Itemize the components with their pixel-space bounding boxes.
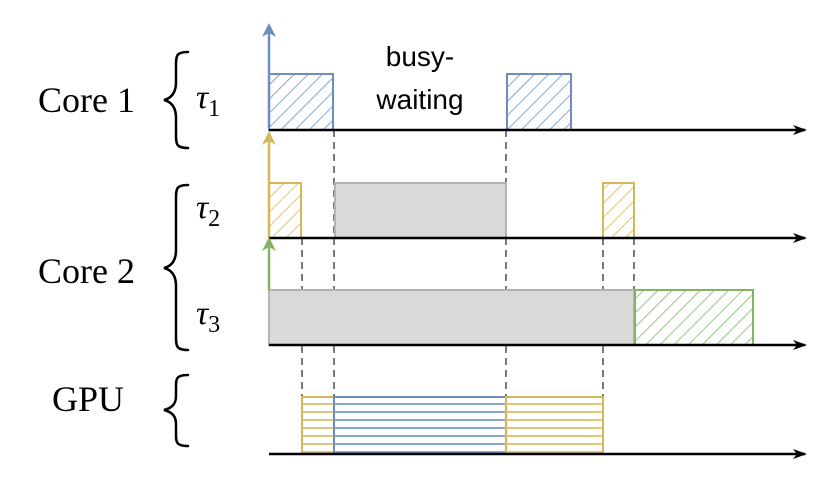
core1-label: Core 1 bbox=[38, 80, 135, 120]
busy-waiting-annotation: busy- waiting bbox=[345, 36, 495, 122]
tau3-busy-block bbox=[268, 289, 635, 346]
tau1-job-2 bbox=[506, 73, 572, 131]
tau3-label: τ3 bbox=[196, 295, 220, 338]
tau2-label: τ2 bbox=[196, 189, 220, 232]
busy-waiting-line1: busy- bbox=[386, 41, 454, 72]
tau3-timeline bbox=[262, 237, 807, 350]
tau2-job-2 bbox=[602, 182, 635, 239]
tau2-job-1 bbox=[268, 182, 302, 239]
tau2-busy-block bbox=[334, 182, 507, 239]
tau3-job-1 bbox=[634, 289, 754, 346]
gpu-tau2-segment-2 bbox=[505, 396, 604, 455]
gpu-timeline bbox=[269, 396, 807, 459]
core1-brace bbox=[163, 50, 190, 150]
gpu-label: GPU bbox=[52, 379, 124, 419]
sync-lines bbox=[301, 130, 635, 397]
tau2-timeline bbox=[262, 131, 807, 243]
tau1-timeline bbox=[262, 23, 807, 135]
core2-brace bbox=[163, 183, 190, 352]
tau1-label: τ1 bbox=[196, 79, 220, 122]
gpu-brace bbox=[163, 373, 190, 448]
gpu-tau2-segment-1 bbox=[301, 396, 335, 455]
busy-waiting-line2: waiting bbox=[375, 84, 463, 115]
gpu-tau1-segment bbox=[333, 396, 507, 455]
core2-label: Core 2 bbox=[38, 251, 135, 291]
tau1-job-1 bbox=[268, 73, 334, 131]
